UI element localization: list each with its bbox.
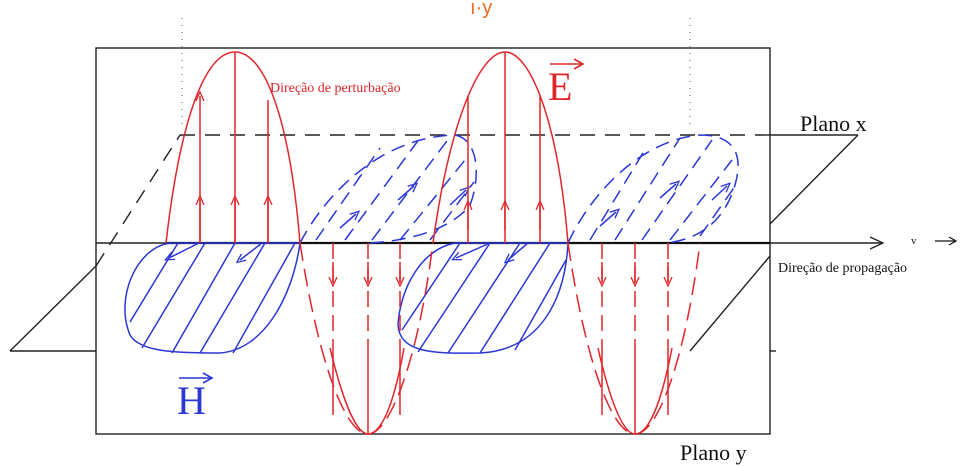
e-vector-arrow [550,58,585,70]
top-title-fragment: ı́·y [470,0,492,19]
plane-y-label: Plano y [680,440,747,465]
e-field-label: E [548,64,572,109]
h-lobe-1-arrows [169,242,263,260]
h-lobe-1 [124,242,301,354]
h-lobe-2-arrows [339,186,466,229]
h-lobe-1-hatch [129,242,296,354]
vertical-plane [95,47,771,435]
disturbance-direction-label: Direção de perturbação [270,81,401,96]
horizontal-plane [9,134,859,352]
h-lobe-3-arrows [456,242,529,260]
velocity-arrow [935,236,958,246]
plane-x-label: Plano x [800,111,867,136]
h-lobe-3 [397,242,569,354]
h-lobe-4 [567,134,739,244]
e-valley-1 [299,242,434,435]
h-lobe-2 [299,134,477,244]
h-lobe-4-arrows [599,184,727,227]
h-lobe-3-hatch [401,242,567,354]
dotted-guides [181,18,691,130]
e-valley-2 [567,242,701,435]
h-vector-arrow [179,372,214,384]
propagation-direction-label: Direção de propagação [778,261,907,276]
e-valley-1-solid [329,347,405,435]
h-field-label: H [177,378,206,423]
h-field-loops [124,134,739,354]
e-field-wave [165,51,701,435]
velocity-label: v [911,235,917,247]
